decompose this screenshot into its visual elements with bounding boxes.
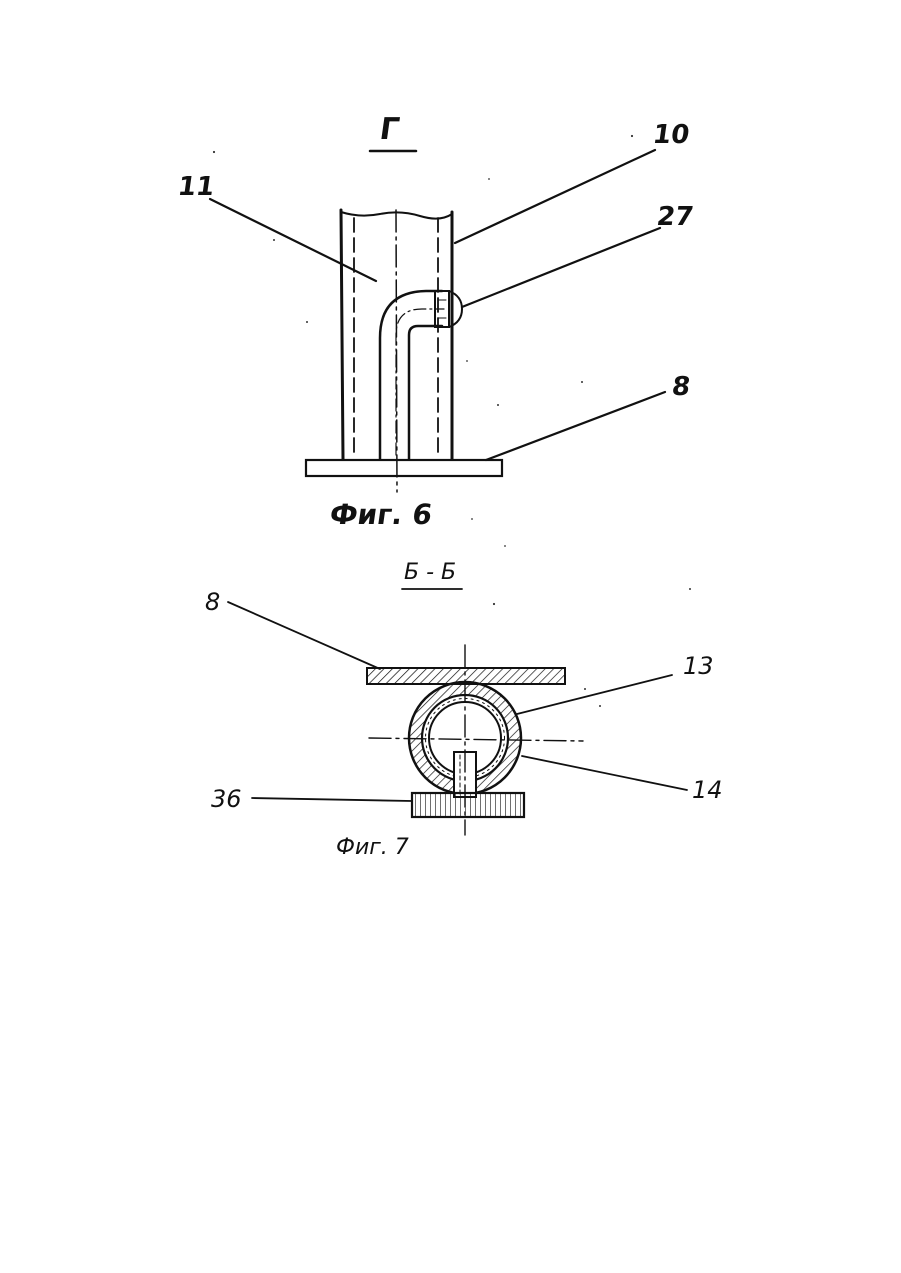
section-horizontal-centerline (369, 738, 583, 741)
leader-8-fig7 (228, 602, 380, 669)
callout-13: 13 (683, 652, 714, 680)
section-title-bb: Б - Б (404, 560, 456, 585)
callout-27: 27 (655, 202, 695, 232)
base-plate-8 (306, 460, 502, 476)
figure-6-caption: Фиг. 6 (328, 498, 435, 531)
support-36 (412, 793, 524, 817)
figure-7-caption: Фиг. 7 (336, 835, 409, 860)
leader-36 (252, 798, 412, 801)
callout-8-fig7: 8 (205, 588, 220, 616)
bent-tube-inner (409, 326, 442, 459)
leader-27 (462, 228, 660, 307)
callout-14: 14 (692, 776, 723, 804)
leader-8-fig6 (486, 392, 665, 460)
leader-10 (455, 150, 655, 243)
leader-11 (210, 199, 376, 281)
leader-14 (522, 756, 687, 790)
callout-36: 36 (211, 785, 242, 813)
bent-tube-axis (396, 309, 444, 455)
callout-11: 11 (176, 172, 216, 202)
callout-10: 10 (651, 120, 691, 150)
pipe-left-wall (341, 210, 343, 459)
bent-tube-outer (380, 291, 442, 459)
figure-7 (228, 589, 687, 835)
figure-6 (210, 150, 665, 492)
